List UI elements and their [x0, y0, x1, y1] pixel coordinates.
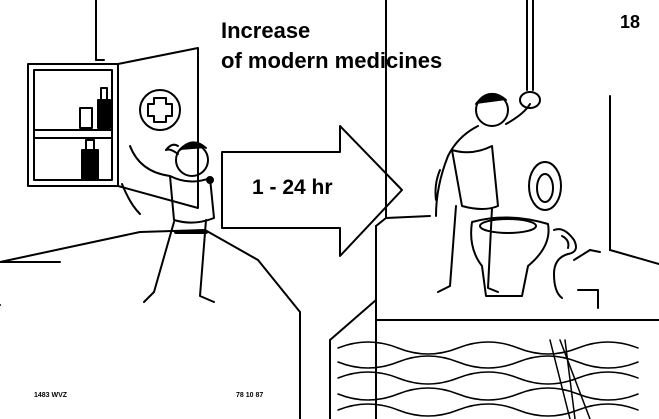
footer-code-right: 78 10 87 [236, 392, 263, 399]
title-line-2: of modern medicines [221, 48, 442, 74]
pull-cord [520, 0, 540, 108]
page-number: 18 [620, 12, 640, 33]
man-at-toilet [436, 94, 531, 292]
water-pipes [338, 340, 638, 419]
man-taking-medicine [122, 142, 214, 302]
arrow-time-label: 1 - 24 hr [252, 176, 333, 200]
medicine-cabinet [28, 48, 198, 208]
footer-code-left: 1483 WVZ [34, 392, 67, 399]
title-line-1: Increase [221, 18, 310, 44]
